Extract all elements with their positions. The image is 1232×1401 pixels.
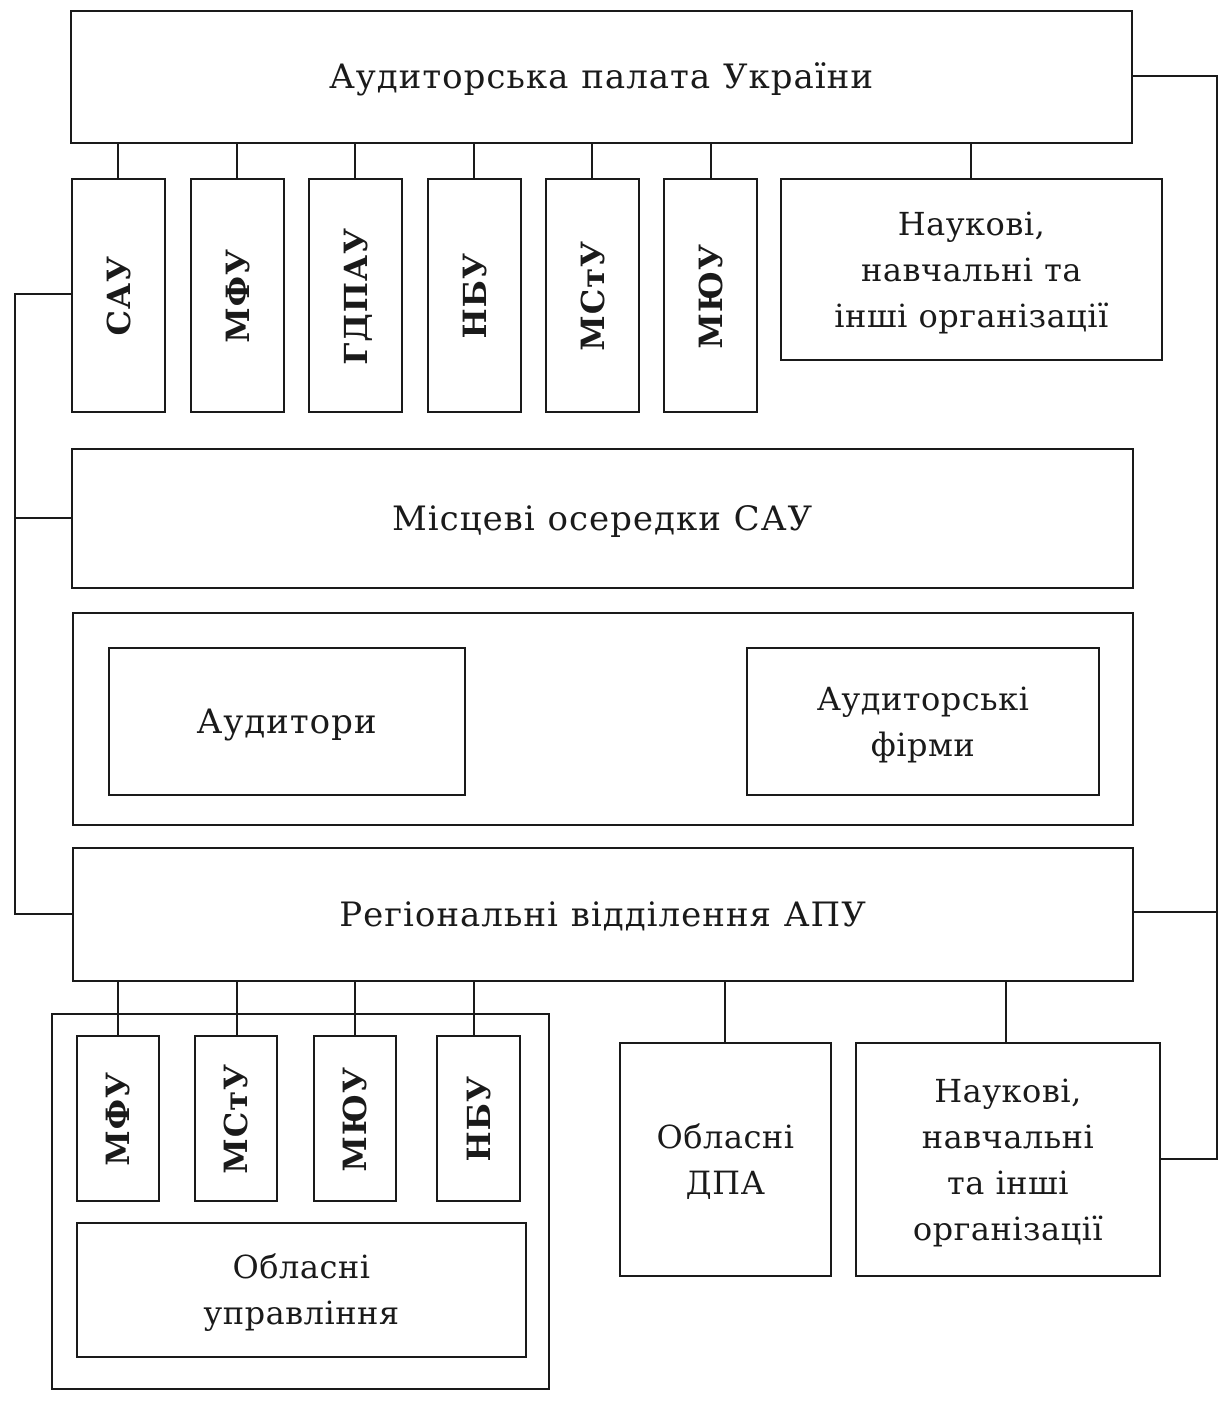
regional-dpa-line: ДПА [685,1163,766,1202]
top-org-gdpau: ГДПАУ [308,178,403,413]
regional-org-nbu: НБУ [436,1035,521,1202]
top-org-label: МЮУ [691,242,730,349]
connector-line [591,143,593,179]
connector-line [710,143,712,179]
top-science-line: Наукові, [897,204,1046,243]
regional-org-label: МФУ [99,1071,137,1166]
regional-science-line: навчальні [921,1117,1095,1156]
regional-org-label: МСтУ [217,1063,255,1174]
top-org-label: МФУ [218,248,257,343]
connector-line [354,143,356,179]
top-org-label: НБУ [455,252,494,339]
regional-org-label: НБУ [459,1075,498,1162]
connector-line [724,981,726,1043]
connector-line [14,293,16,915]
regional-org-myu: МЮУ [313,1035,397,1202]
connector-line [970,143,972,179]
regional-science-line: організації [912,1209,1104,1248]
auditors-label: Аудитори [196,701,378,742]
audit-firms-line: фірми [870,725,976,764]
regional-dpa-line: Обласні [656,1117,795,1156]
connector-line [14,517,72,519]
apu-title: Аудиторська палата України [328,57,874,97]
connector-line [14,293,72,295]
top-org-sau: САУ [71,178,166,413]
regional-org-label: МЮУ [336,1065,374,1172]
connector-line [1160,1158,1218,1160]
local-cells-box: Місцеві осередки САУ [71,448,1134,589]
regional-science-box: Наукові, навчальні та інші організації [855,1042,1161,1277]
connector-line [236,981,238,1036]
top-org-label: САУ [99,255,138,336]
regional-box: Регіональні відділення АПУ [72,847,1134,982]
regional-admin-line: управління [203,1294,400,1332]
top-org-nbu: НБУ [427,178,522,413]
apu-box: Аудиторська палата України [70,10,1133,144]
top-science-line: навчальні та [861,250,1082,289]
connector-line [1133,911,1218,913]
connector-line [1216,75,1218,1160]
audit-firms-box: Аудиторські фірми [746,647,1100,796]
connector-line [1131,75,1218,77]
regional-admin-line: Обласні [232,1248,371,1286]
top-org-mstu: МСтУ [545,178,640,413]
connector-line [117,143,119,179]
top-science-box: Наукові, навчальні та інші організації [780,178,1163,361]
top-org-label: ГДПАУ [336,226,375,365]
top-science-line: інші організації [834,296,1109,335]
regional-dpa-box: Обласні ДПА [619,1042,832,1277]
top-org-mfu: МФУ [190,178,285,413]
connector-line [14,913,72,915]
regional-admin-box: Обласні управління [76,1222,527,1358]
connector-line [473,981,475,1036]
auditors-box: Аудитори [108,647,466,796]
regional-science-line: Наукові, [934,1071,1082,1110]
auditors-group-box [72,612,1134,826]
connector-line [117,981,119,1036]
top-org-label: МСтУ [573,240,612,351]
connector-line [236,143,238,179]
audit-firms-line: Аудиторські [816,679,1030,718]
local-cells-title: Місцеві осередки САУ [391,498,814,539]
regional-org-mstu: МСтУ [194,1035,278,1202]
connector-line [1005,981,1007,1043]
regional-org-mfu: МФУ [76,1035,160,1202]
connector-line [473,143,475,179]
regional-orgs-group-box [51,1013,550,1390]
regional-science-line: та інші [946,1163,1069,1202]
top-org-myu: МЮУ [663,178,758,413]
regional-title: Регіональні відділення АПУ [339,894,867,935]
connector-line [354,981,356,1036]
